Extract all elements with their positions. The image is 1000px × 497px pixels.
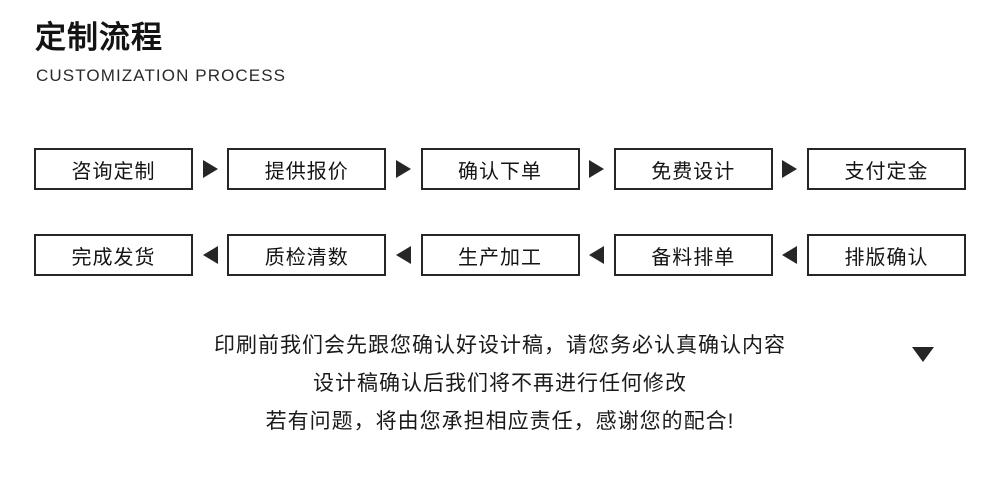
process-step-box[interactable]: 支付定金	[807, 148, 966, 190]
process-flow-row-two: 完成发货 质检清数 生产加工 备料排单 排版确认	[34, 234, 966, 276]
triangle-right-icon	[202, 160, 218, 178]
note-line: 若有问题，将由您承担相应责任，感谢您的配合!	[265, 410, 735, 433]
process-step-box[interactable]: 提供报价	[227, 148, 387, 190]
triangle-right-icon	[589, 160, 605, 178]
process-step-box[interactable]: 完成发货	[34, 234, 193, 276]
triangle-left-icon	[782, 246, 798, 264]
process-step-box[interactable]: 免费设计	[613, 148, 773, 190]
process-step-box[interactable]: 排版确认	[807, 234, 966, 276]
triangle-down-icon	[912, 347, 934, 362]
triangle-right-icon	[395, 160, 411, 178]
triangle-left-icon	[395, 246, 411, 264]
process-step-box[interactable]: 生产加工	[420, 234, 580, 276]
note-line: 设计稿确认后我们将不再进行任何修改	[313, 372, 687, 395]
triangle-right-icon	[782, 160, 798, 178]
process-step-box[interactable]: 备料排单	[613, 234, 773, 276]
note-line: 印刷前我们会先跟您确认好设计稿，请您务必认真确认内容	[214, 334, 786, 357]
page-header: 定制流程 CUSTOMIZATION PROCESS	[35, 18, 286, 88]
triangle-left-icon	[202, 246, 218, 264]
process-flow-row-one: 咨询定制 提供报价 确认下单 免费设计 支付定金	[34, 148, 966, 190]
triangle-left-icon	[589, 246, 605, 264]
process-step-box[interactable]: 质检清数	[227, 234, 387, 276]
page-subtitle: CUSTOMIZATION PROCESS	[36, 66, 287, 85]
process-notes: 印刷前我们会先跟您确认好设计稿，请您务必认真确认内容 设计稿确认后我们将不再进行…	[0, 327, 1000, 441]
process-step-box[interactable]: 确认下单	[420, 148, 580, 190]
process-step-box[interactable]: 咨询定制	[34, 148, 193, 190]
process-flow-diagram: 咨询定制 提供报价 确认下单 免费设计 支付定金 完成发货 质检清数 生产加工 …	[34, 148, 966, 362]
page-title: 定制流程	[35, 20, 163, 55]
